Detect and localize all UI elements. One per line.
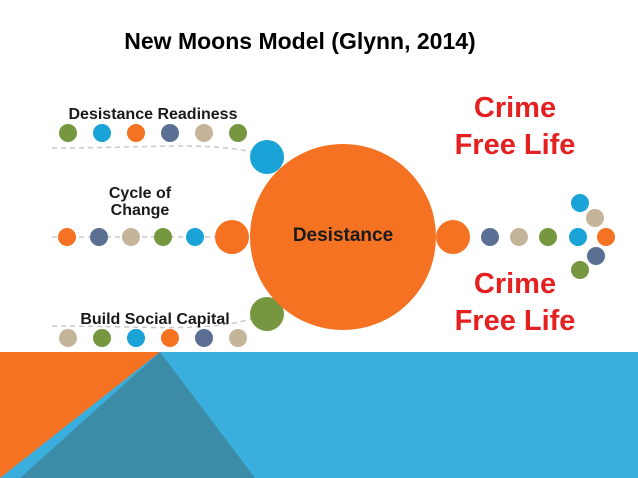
low-moon xyxy=(250,297,284,331)
outcome-top-line1: Crime xyxy=(473,92,557,124)
label-cycle-line2: Change xyxy=(110,202,170,219)
arrow-dot-up-1 xyxy=(586,209,604,227)
arrow-dot-up-2 xyxy=(571,194,589,212)
desistance-label: Desistance xyxy=(292,225,394,246)
top-dot-2 xyxy=(93,124,111,142)
bottom-band-teal-triangle xyxy=(20,352,255,478)
slide-title: New Moons Model (Glynn, 2014) xyxy=(124,28,476,54)
low-dot-6 xyxy=(229,329,247,347)
mid-dot-1 xyxy=(58,228,76,246)
top-dot-4 xyxy=(161,124,179,142)
label-cycle-line1: Cycle of xyxy=(108,185,172,202)
low-dot-4 xyxy=(161,329,179,347)
right-dot-3 xyxy=(539,228,557,246)
label-desistance-readiness: Desistance Readiness xyxy=(68,106,238,123)
low-dot-1 xyxy=(59,329,77,347)
connector-bottom xyxy=(51,313,267,329)
mid-moon xyxy=(215,220,249,254)
arrow-dot-center xyxy=(597,228,615,246)
outcome-top: Crime Free Life xyxy=(430,90,600,164)
low-dot-2 xyxy=(93,329,111,347)
mid-dot-5 xyxy=(186,228,204,246)
low-dot-3 xyxy=(127,329,145,347)
mid-dot-2 xyxy=(90,228,108,246)
outcome-bottom-line2: Free Life xyxy=(454,305,576,337)
top-moon xyxy=(250,140,284,174)
right-dot-2 xyxy=(510,228,528,246)
low-dot-5 xyxy=(195,329,213,347)
connector-top xyxy=(51,145,269,157)
top-dot-6 xyxy=(229,124,247,142)
label-build-social-capital: Build Social Capital xyxy=(80,311,230,328)
right-dot-4 xyxy=(569,228,587,246)
right-moon xyxy=(436,220,470,254)
label-cycle-of-change: Cycle of Change xyxy=(70,185,210,219)
outcome-bottom-line1: Crime xyxy=(473,268,557,300)
right-dot-1 xyxy=(481,228,499,246)
arrow-dot-down-1 xyxy=(587,247,605,265)
top-dot-1 xyxy=(59,124,77,142)
desistance-circle xyxy=(250,144,436,330)
mid-dot-3 xyxy=(122,228,140,246)
bottom-band-orange-wedge xyxy=(0,352,160,478)
arrow-dot-down-2 xyxy=(571,261,589,279)
top-dot-5 xyxy=(195,124,213,142)
outcome-bottom: Crime Free Life xyxy=(430,266,600,340)
top-dot-3 xyxy=(127,124,145,142)
outcome-top-line2: Free Life xyxy=(454,129,576,161)
mid-dot-4 xyxy=(154,228,172,246)
